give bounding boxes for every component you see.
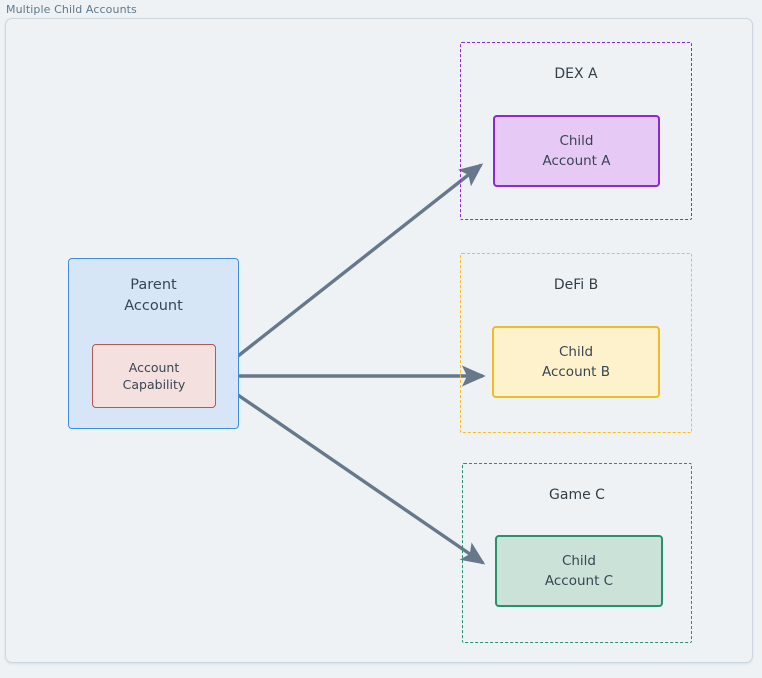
- account-capability-node[interactable]: Account Capability: [92, 344, 216, 408]
- child-account-b-node[interactable]: Child Account B: [492, 326, 660, 398]
- parent-account-label-line2: Account: [124, 298, 183, 314]
- parent-account-label: Parent Account: [124, 275, 183, 317]
- cluster-dex-a-label: DEX A: [554, 66, 598, 82]
- cluster-game-c[interactable]: Game C: [462, 463, 692, 643]
- account-capability-label-line2: Capability: [122, 377, 186, 392]
- parent-account-label-line1: Parent: [130, 277, 177, 293]
- cluster-defi-b[interactable]: DeFi B: [460, 253, 692, 433]
- child-account-b-label-line2: Account B: [541, 364, 611, 380]
- child-account-b-label: Child Account B: [542, 342, 610, 382]
- child-account-c-node[interactable]: Child Account C: [495, 535, 663, 607]
- cluster-game-c-label: Game C: [549, 487, 605, 503]
- diagram-title: Multiple Child Accounts: [6, 3, 137, 16]
- child-account-a-label: Child Account A: [542, 131, 610, 171]
- child-account-c-label-line2: Account C: [544, 573, 614, 589]
- cluster-defi-b-label: DeFi B: [553, 277, 599, 293]
- account-capability-label-line1: Account: [128, 360, 180, 375]
- child-account-a-label-line2: Account A: [542, 153, 611, 169]
- child-account-c-label-line1: Child: [561, 553, 597, 569]
- child-account-c-label: Child Account C: [545, 551, 613, 591]
- child-account-a-node[interactable]: Child Account A: [493, 115, 660, 187]
- child-account-a-label-line1: Child: [559, 133, 594, 149]
- cluster-dex-a[interactable]: DEX A: [460, 42, 692, 220]
- child-account-b-label-line1: Child: [558, 344, 594, 360]
